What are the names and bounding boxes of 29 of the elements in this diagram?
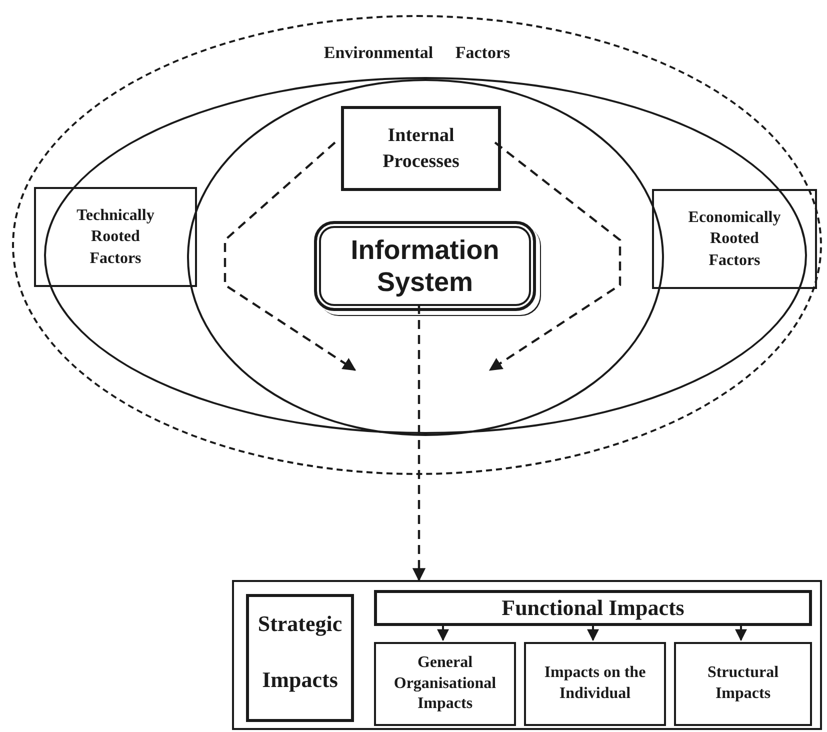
arrow <box>412 305 426 582</box>
factor-box <box>652 189 817 289</box>
ellipse-outline <box>187 79 664 436</box>
box-label: General Organisational Impacts <box>392 652 498 714</box>
arrow <box>587 624 599 642</box>
box-label: Internal Processes <box>382 124 460 174</box>
arrow <box>437 624 449 642</box>
box-label: Information System <box>350 234 500 298</box>
box-label: Functional Impacts <box>502 594 684 622</box>
box-label: Structural Impacts <box>706 663 780 704</box>
arrow <box>224 142 356 371</box>
category-box <box>246 594 354 722</box>
container-box <box>232 580 822 730</box>
ellipse-outline <box>44 77 807 434</box>
category-box <box>374 590 812 626</box>
dashed-ellipse <box>12 15 822 475</box>
impact-box <box>674 642 812 726</box>
ellipse-heading: Environmental Factors <box>322 43 512 63</box>
box-label: Impacts on the Individual <box>543 663 647 704</box>
impact-box <box>374 642 516 726</box>
impact-box <box>524 642 666 726</box>
process-box <box>341 106 501 191</box>
factor-box <box>34 187 197 287</box>
box-label: Strategic <box>258 610 342 638</box>
box-label: Impacts <box>262 666 338 694</box>
arrow <box>488 142 622 371</box>
box-label: Technically Rooted Factors <box>76 206 156 269</box>
box-label: Economically Rooted Factors <box>687 208 782 271</box>
arrow <box>735 624 747 642</box>
